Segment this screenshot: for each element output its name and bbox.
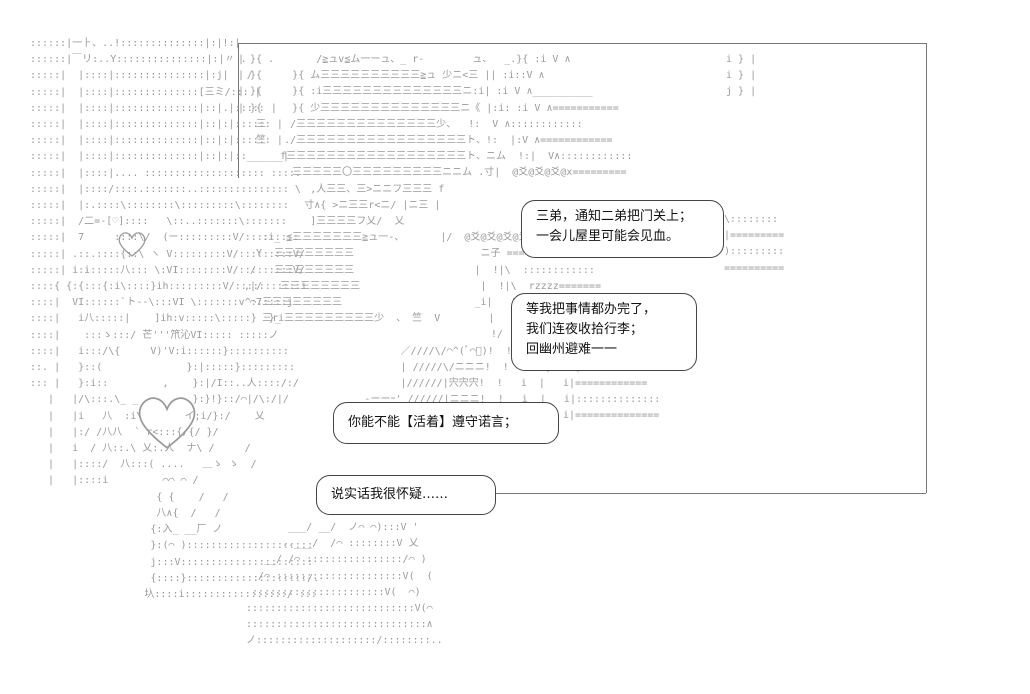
frame-top-edge <box>238 43 926 44</box>
frame-left-edge <box>238 43 239 178</box>
bubble-3-line-1: 你能不能【活着】遵守诺言； <box>348 415 518 430</box>
speech-bubble-4: 说实话我很怀疑…… <box>316 475 496 515</box>
ascii-right-mid-block: \:::::::: |========= )::::::::: ========… <box>724 214 785 274</box>
heart-icon-large <box>138 397 196 449</box>
ascii-left-block: ::::::|一⺊、..!::::::::::::::|:|!:| ::::::… <box>30 38 319 600</box>
bubble-2-line-3: 回幽州避难一一 <box>526 342 618 357</box>
speech-bubble-1: 三弟，通知二弟把门关上； 一会儿屋里可能会见血。 <box>521 200 724 258</box>
speech-bubble-2: 等我把事情都办完了， 我们连夜收拾行李； 回幽州避难一一 <box>511 293 697 371</box>
ascii-bottom-block: ___/ __/ ノ⌒ ⌒):::V ' ..___/ /⌒ ::::::::V… <box>246 522 443 647</box>
frame-bottom-edge <box>496 493 926 494</box>
ascii-right-top-block: i } | i } | j } | <box>726 54 757 98</box>
heart-icon <box>118 232 146 257</box>
bubble-2-line-2: 我们连夜收拾行李； <box>526 322 644 337</box>
bubble-1-line-1: 三弟，通知二弟把门关上； <box>536 209 693 224</box>
bubble-1-line-2: 一会儿屋里可能会见血。 <box>536 229 680 244</box>
bubble-4-line-1: 说实话我很怀疑…… <box>331 487 449 502</box>
bubble-2-line-1: 等我把事情都办完了， <box>526 302 657 317</box>
speech-bubble-3: 你能不能【活着】遵守诺言； <box>333 402 559 444</box>
frame-right-edge <box>926 43 927 493</box>
